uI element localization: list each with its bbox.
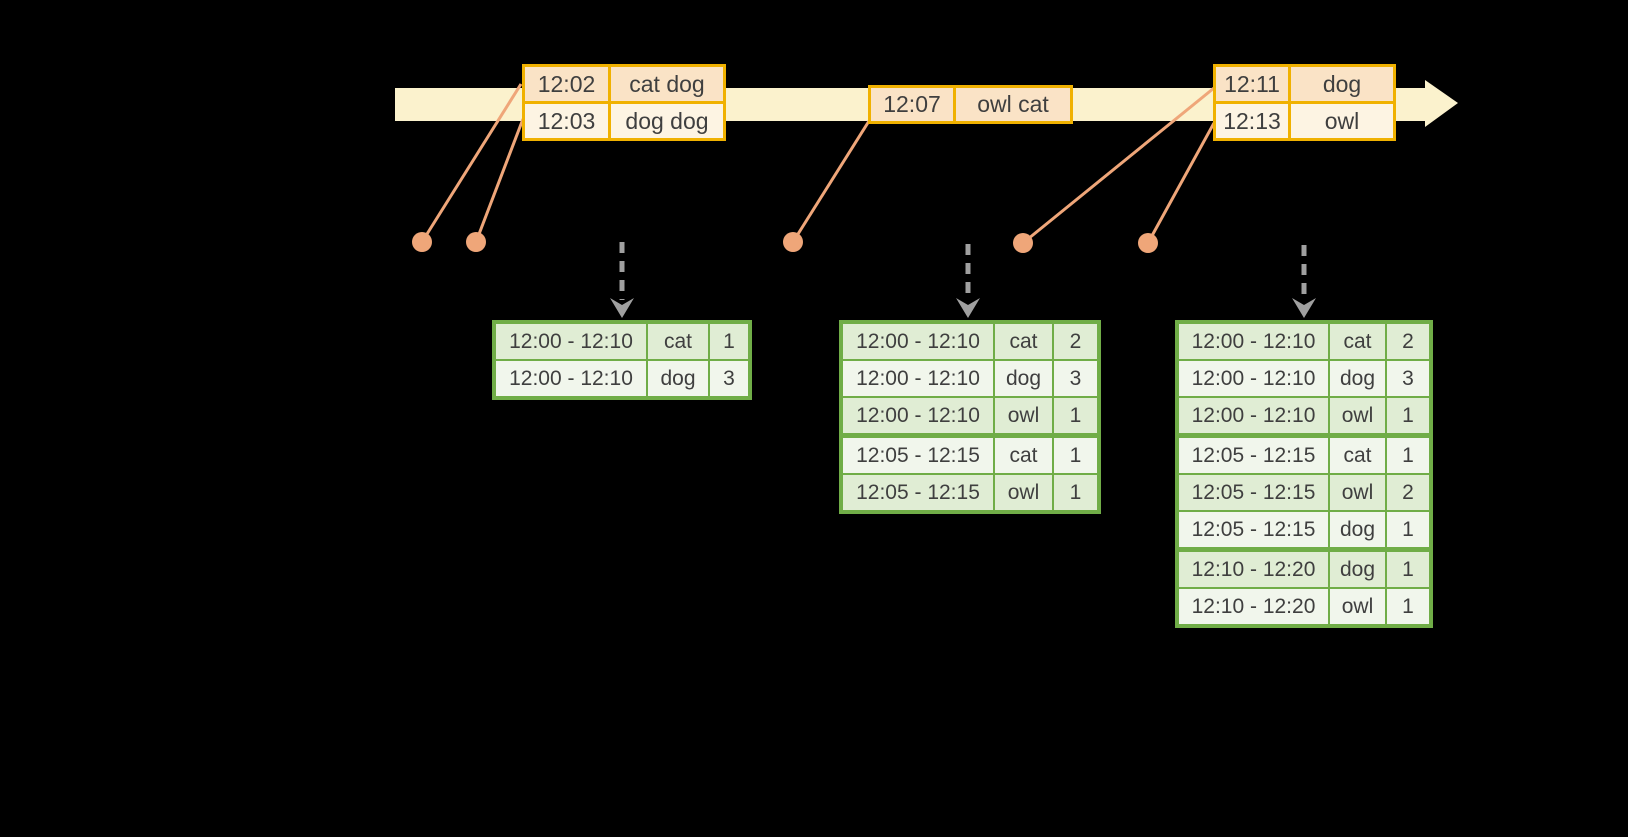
trigger-arrowhead-icon <box>956 298 980 318</box>
window-cell: 12:05 - 12:15 <box>1179 438 1328 473</box>
timeline-arrowhead-icon <box>1425 80 1458 127</box>
word-cell: owl <box>1330 475 1385 510</box>
window-cell: 12:05 - 12:15 <box>1179 475 1328 510</box>
word-cell: cat <box>648 324 708 359</box>
event-table-1: 12:02 cat dog 12:03 dog dog <box>522 64 726 141</box>
window-cell: 12:00 - 12:10 <box>843 398 993 433</box>
count-cell: 1 <box>1054 438 1097 473</box>
table-row: 12:05 - 12:15 owl 1 <box>843 475 1097 510</box>
window-cell: 12:00 - 12:10 <box>1179 324 1328 359</box>
word-cell: dog <box>1330 361 1385 396</box>
event-dot <box>783 232 803 252</box>
window-cell: 12:10 - 12:20 <box>1179 589 1328 624</box>
event-words-cell: dog dog <box>611 104 723 138</box>
event-dot <box>1138 233 1158 253</box>
window-cell: 12:00 - 12:10 <box>496 361 646 396</box>
count-cell: 2 <box>1387 475 1429 510</box>
count-cell: 3 <box>710 361 748 396</box>
count-cell: 1 <box>1054 398 1097 433</box>
word-cell: owl <box>1330 589 1385 624</box>
count-cell: 2 <box>1054 324 1097 359</box>
connector-line <box>791 120 871 243</box>
word-cell: dog <box>1330 552 1385 587</box>
event-dot <box>466 232 486 252</box>
table-row: 12:00 - 12:10 cat 1 <box>496 324 748 359</box>
window-cell: 12:05 - 12:15 <box>843 475 993 510</box>
word-cell: cat <box>1330 438 1385 473</box>
window-cell: 12:05 - 12:15 <box>843 438 993 473</box>
count-cell: 1 <box>710 324 748 359</box>
window-cell: 12:00 - 12:10 <box>843 324 993 359</box>
result-table-1: 12:00 - 12:10 cat 1 12:00 - 12:10 dog 3 <box>492 320 752 400</box>
count-cell: 1 <box>1054 475 1097 510</box>
table-row: 12:00 - 12:10 owl 1 <box>843 398 1097 433</box>
event-words-cell: owl <box>1291 104 1393 138</box>
connector-line <box>474 118 525 243</box>
count-cell: 1 <box>1387 398 1429 433</box>
window-cell: 12:00 - 12:10 <box>843 361 993 396</box>
word-cell: cat <box>995 438 1052 473</box>
word-cell: owl <box>1330 398 1385 433</box>
table-row: 12:05 - 12:15 cat 1 <box>1179 438 1429 473</box>
table-row: 12:10 - 12:20 dog 1 <box>1179 552 1429 587</box>
table-row: 12:00 - 12:10 cat 2 <box>1179 324 1429 359</box>
event-table-2: 12:07 owl cat <box>868 85 1073 124</box>
table-row: 12:00 - 12:10 cat 2 <box>843 324 1097 359</box>
window-cell: 12:05 - 12:15 <box>1179 512 1328 547</box>
connector-line <box>1146 122 1216 244</box>
count-cell: 3 <box>1054 361 1097 396</box>
word-cell: cat <box>1330 324 1385 359</box>
table-row: 12:05 - 12:15 cat 1 <box>843 438 1097 473</box>
event-table-3: 12:11 dog 12:13 owl <box>1213 64 1396 141</box>
word-cell: dog <box>995 361 1052 396</box>
event-words-cell: owl cat <box>956 88 1070 121</box>
count-cell: 1 <box>1387 552 1429 587</box>
word-cell: dog <box>1330 512 1385 547</box>
table-row: 12:00 - 12:10 owl 1 <box>1179 398 1429 433</box>
window-cell: 12:00 - 12:10 <box>1179 361 1328 396</box>
word-cell: cat <box>995 324 1052 359</box>
event-words-cell: dog <box>1291 67 1393 101</box>
connector-line <box>420 83 523 243</box>
word-cell: owl <box>995 475 1052 510</box>
result-table-2: 12:00 - 12:10 cat 2 12:00 - 12:10 dog 3 … <box>839 320 1101 514</box>
event-dot <box>1013 233 1033 253</box>
count-cell: 1 <box>1387 438 1429 473</box>
result-table-3: 12:00 - 12:10 cat 2 12:00 - 12:10 dog 3 … <box>1175 320 1433 628</box>
count-cell: 1 <box>1387 589 1429 624</box>
window-cell: 12:00 - 12:10 <box>1179 398 1328 433</box>
word-cell: owl <box>995 398 1052 433</box>
event-time-cell: 12:07 <box>871 88 953 121</box>
table-row: 12:00 - 12:10 dog 3 <box>1179 361 1429 396</box>
event-words-cell: cat dog <box>611 67 723 101</box>
trigger-arrowhead-icon <box>610 298 634 318</box>
table-row: 12:00 - 12:10 dog 3 <box>496 361 748 396</box>
count-cell: 1 <box>1387 512 1429 547</box>
connector-line <box>1022 86 1215 245</box>
window-cell: 12:00 - 12:10 <box>496 324 646 359</box>
event-time-cell: 12:11 <box>1216 67 1288 101</box>
event-time-cell: 12:02 <box>525 67 608 101</box>
count-cell: 2 <box>1387 324 1429 359</box>
trigger-arrowhead-icon <box>1292 298 1316 318</box>
count-cell: 3 <box>1387 361 1429 396</box>
table-row: 12:05 - 12:15 owl 2 <box>1179 475 1429 510</box>
event-dot <box>412 232 432 252</box>
word-cell: dog <box>648 361 708 396</box>
table-row: 12:05 - 12:15 dog 1 <box>1179 512 1429 547</box>
event-time-cell: 12:03 <box>525 104 608 138</box>
table-row: 12:00 - 12:10 dog 3 <box>843 361 1097 396</box>
table-row: 12:10 - 12:20 owl 1 <box>1179 589 1429 624</box>
window-cell: 12:10 - 12:20 <box>1179 552 1328 587</box>
event-time-cell: 12:13 <box>1216 104 1288 138</box>
